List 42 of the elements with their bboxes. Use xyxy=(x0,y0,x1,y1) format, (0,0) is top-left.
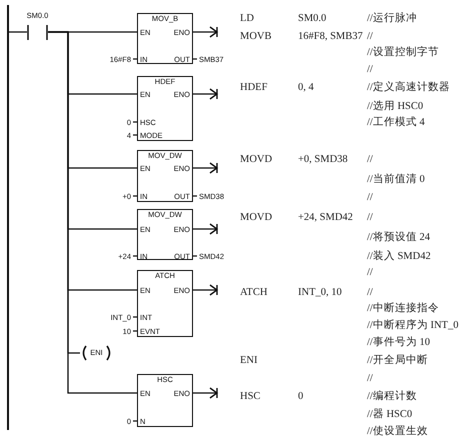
code-comment: //设置控制字节 xyxy=(367,47,439,59)
instruction-operand: SM0.0 xyxy=(298,13,326,25)
instruction-mnemonic: ATCH xyxy=(240,287,268,299)
coil-symbol xyxy=(80,345,113,361)
instruction-mnemonic: MOVD xyxy=(240,212,272,224)
rung-wire xyxy=(9,31,27,33)
instruction-mnemonic: ENI xyxy=(240,355,258,367)
instruction-operand: 0 xyxy=(298,391,304,403)
code-comment: //开全局中断 xyxy=(367,355,428,367)
instruction-operand: INT_0, 10 xyxy=(298,287,342,299)
instruction-operand: 0, 4 xyxy=(298,82,314,94)
code-comment: //选用 HSC0 xyxy=(367,101,424,113)
instruction-operand: +24, SMD42 xyxy=(298,212,353,224)
code-comment: //中断程序为 INT_0 xyxy=(367,320,458,332)
instruction-mnemonic: LD xyxy=(240,13,254,25)
code-comment: //定义高速计数器 xyxy=(367,82,450,94)
code-comment: //编程计数 xyxy=(367,391,417,403)
code-comment: //装入 SMD42 xyxy=(367,251,431,263)
code-comment: // xyxy=(367,373,373,385)
code-comment: // xyxy=(367,31,373,43)
instruction-operand: 16#F8, SMB37 xyxy=(298,31,363,43)
code-comment: // xyxy=(367,267,373,279)
instruction-mnemonic: MOVD xyxy=(240,154,272,166)
code-comment: //工作模式 4 xyxy=(367,117,425,129)
code-comment: //当前值清 0 xyxy=(367,174,425,186)
code-comment: // xyxy=(367,64,373,76)
code-comment: //将预设值 24 xyxy=(367,232,430,244)
instruction-operand: +0, SMD38 xyxy=(298,154,348,166)
code-comment: //运行脉冲 xyxy=(367,13,417,25)
contact-symbol xyxy=(27,12,48,40)
code-comment: //使设置生效 xyxy=(367,426,428,438)
code-comment: // xyxy=(367,154,373,166)
rung-wire xyxy=(48,31,137,394)
code-comment: //器 HSC0 xyxy=(367,409,412,421)
instruction-mnemonic: HSC xyxy=(240,391,260,403)
code-comment: //事件号为 10 xyxy=(367,337,430,349)
code-comment: // xyxy=(367,212,373,224)
instruction-mnemonic: MOVB xyxy=(240,31,272,43)
code-comment: // xyxy=(367,287,373,299)
instruction-mnemonic: HDEF xyxy=(240,82,268,94)
code-comment: //中断连接指令 xyxy=(367,303,439,315)
code-comment: // xyxy=(367,192,373,204)
